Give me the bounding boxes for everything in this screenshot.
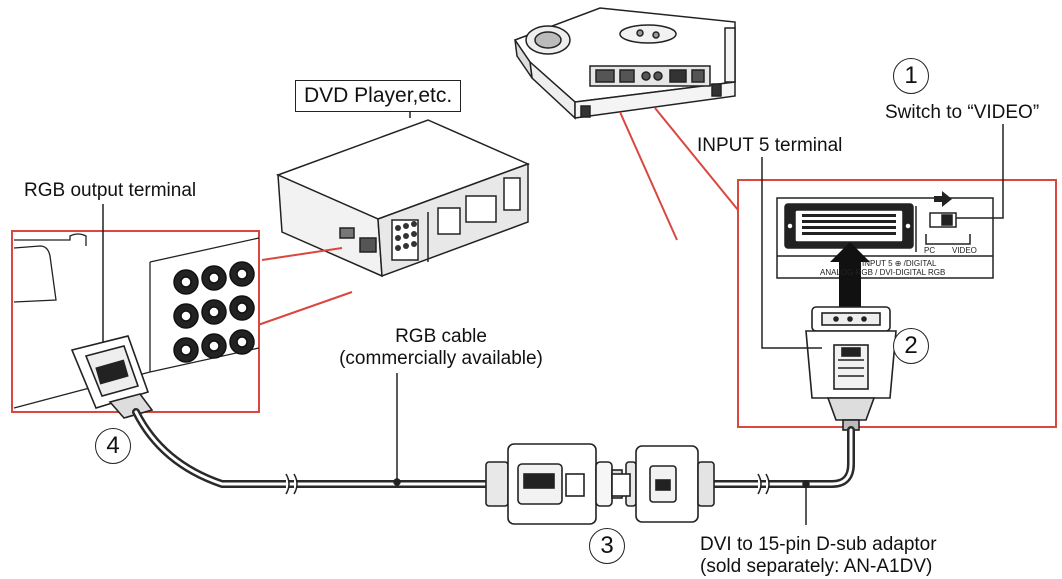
switch-to-video-label: Switch to “VIDEO”: [885, 102, 1040, 123]
step-2-badge: 2: [893, 328, 929, 364]
dvd-player-illustration: [275, 119, 531, 278]
step-4-badge: 4: [95, 428, 131, 464]
switch-video-label: VIDEO: [952, 246, 977, 255]
dsub-female-connector: [611, 445, 715, 523]
switch-pc-label: PC: [924, 246, 936, 255]
rgb-cable-label: RGB cable (commercially available): [316, 326, 566, 370]
adaptor-label-line1: DVI to 15-pin D-sub adaptor: [700, 534, 937, 555]
adaptor-cable: [708, 426, 855, 488]
cable-break-marks: [285, 473, 770, 495]
projector-illustration: [513, 7, 736, 120]
rca-jack-grid: [173, 261, 255, 363]
rgb-cable: [132, 408, 492, 488]
dvi-pin-grid: [802, 214, 896, 235]
input5-terminal-label: INPUT 5 terminal: [697, 135, 843, 156]
dvd-player-label: DVD Player,etc.: [295, 80, 462, 112]
adaptor-label-line2: (sold separately: AN-A1DV): [700, 556, 933, 577]
input5-panel: [776, 191, 994, 279]
dsub-male-connector: [485, 443, 623, 525]
rgb-cable-label-line1: RGB cable: [395, 326, 487, 347]
projector-zoom-lines: [619, 107, 739, 241]
step-3-badge: 3: [589, 528, 625, 564]
step-1-badge: 1: [893, 58, 929, 94]
adaptor-label: DVI to 15-pin D-sub adaptor (sold separa…: [700, 534, 937, 578]
dvi-adaptor-plug: [805, 306, 897, 431]
leader-lines: [102, 110, 1004, 525]
dvd-zoom-lines: [257, 247, 353, 326]
rgb-cable-label-line2: (commercially available): [339, 348, 543, 369]
input5-caption-line1: INPUT 5 ⊕ /DIGITAL: [862, 259, 937, 268]
input5-caption-line2: ANALOG RGB / DVI-DIGITAL RGB: [820, 268, 946, 277]
rgb-cable-left-plug: [70, 335, 154, 419]
rgb-output-terminal-label: RGB output terminal: [24, 180, 197, 201]
insert-arrow: [830, 242, 870, 310]
